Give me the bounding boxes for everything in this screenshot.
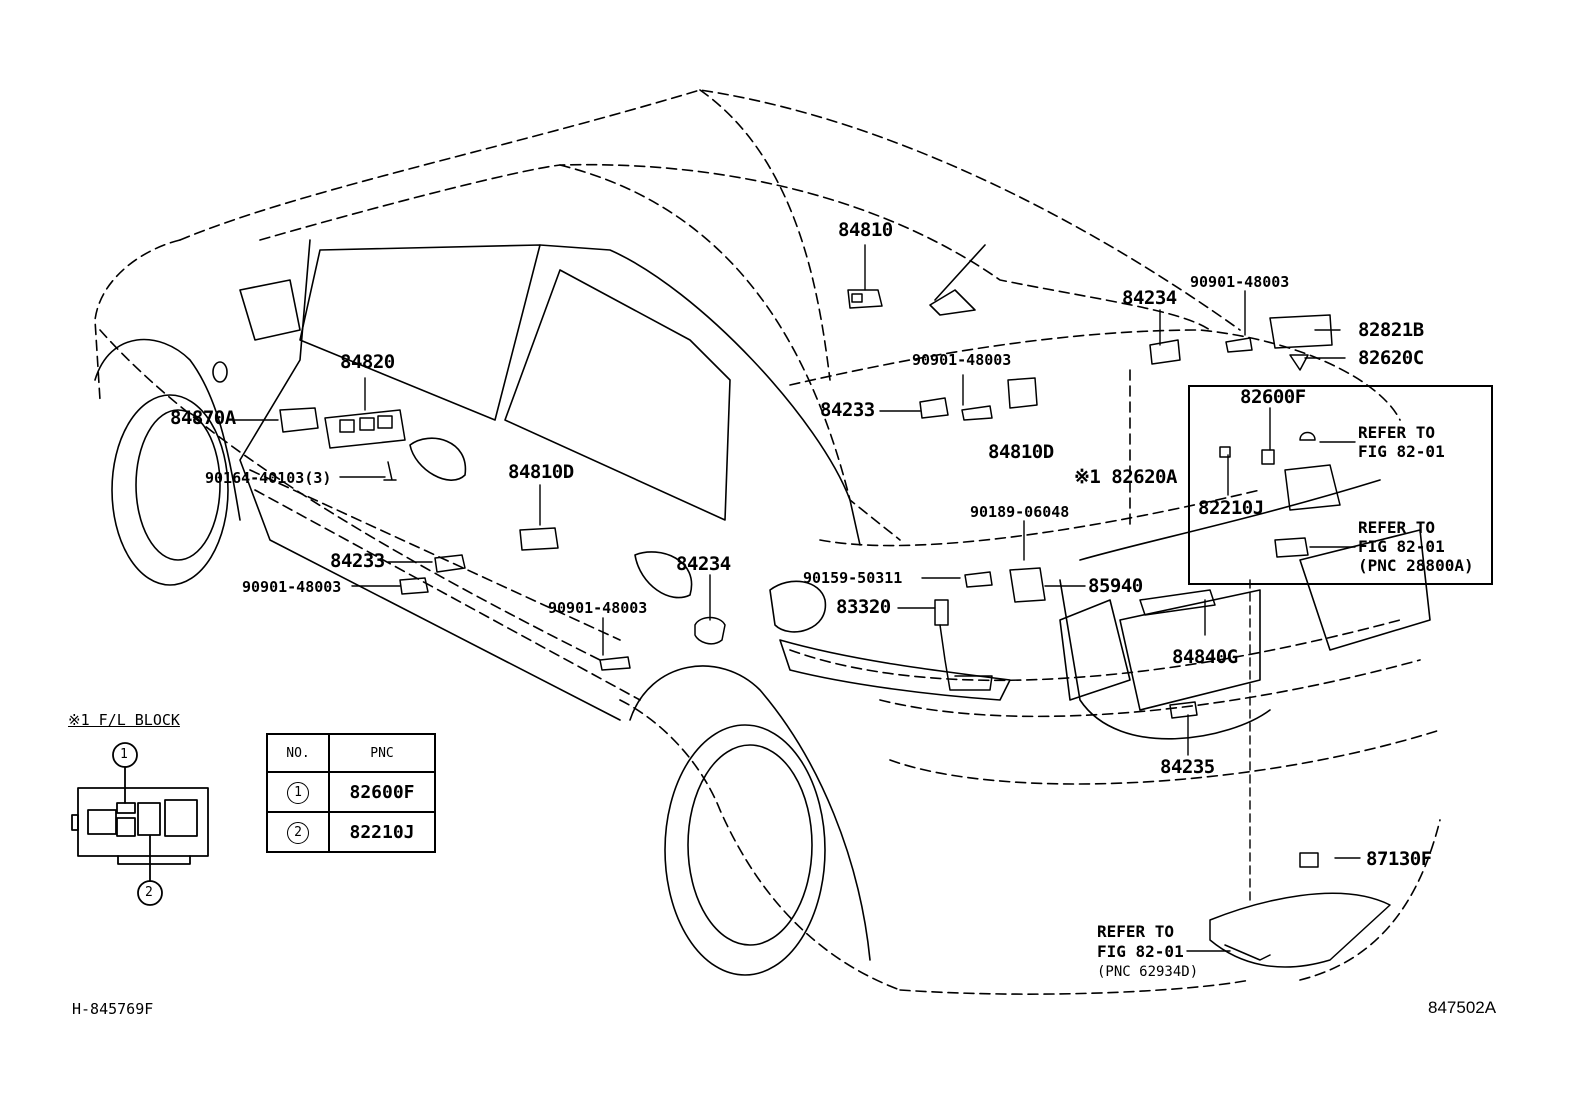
refer-to-1-line2[interactable]: FIG 82-01 <box>1358 442 1445 461</box>
footer-right-code: 847502A <box>1428 998 1497 1017</box>
detail-box <box>1188 385 1493 585</box>
circled-number: 1 <box>287 782 309 804</box>
part-label-90901-48003-top[interactable]: 90901-48003 <box>1190 273 1290 291</box>
part-label-84233-door[interactable]: 84233 <box>330 550 385 572</box>
part-label-85940[interactable]: 85940 <box>1088 575 1143 597</box>
part-label-84234-door[interactable]: 84234 <box>676 553 731 575</box>
refer-to-3-line3: (PNC 62934D) <box>1097 964 1199 980</box>
pnc-row-value[interactable]: 82210J <box>328 811 436 853</box>
pnc-table-header: NO. PNC <box>266 733 436 773</box>
part-label-87130f[interactable]: 87130F <box>1366 848 1432 870</box>
components <box>279 289 1391 968</box>
part-label-90901-48003-door[interactable]: 90901-48003 <box>242 578 342 596</box>
part-label-82210j[interactable]: 82210J <box>1198 497 1264 519</box>
footer-left-code: H-845769F <box>72 1000 154 1018</box>
circled-number: 2 <box>287 822 309 844</box>
part-label-84235[interactable]: 84235 <box>1160 756 1215 778</box>
part-label-82600f[interactable]: 82600F <box>1240 386 1306 408</box>
part-label-84870a[interactable]: 84870A <box>170 407 236 429</box>
fl-block-marker-2: 2 <box>145 885 153 900</box>
part-label-84820[interactable]: 84820 <box>340 351 395 373</box>
refer-to-2-line3: (PNC 28800A) <box>1358 556 1474 575</box>
fl-block-title: ※1 F/L BLOCK <box>68 711 180 729</box>
refer-to-2-line2[interactable]: FIG 82-01 <box>1358 537 1445 556</box>
part-label-84233-trunk[interactable]: 84233 <box>820 399 875 421</box>
table-row: 1 82600F <box>266 771 436 813</box>
refer-to-1-line1: REFER TO <box>1358 423 1436 442</box>
refer-to-3-line1: REFER TO <box>1097 922 1175 941</box>
part-label-84810d-door[interactable]: 84810D <box>508 461 574 483</box>
pnc-row-no: 1 <box>266 771 330 813</box>
fl-block-marker-1: 1 <box>120 747 128 762</box>
car-body-dashed <box>94 89 1441 995</box>
part-label-90901-48003-rear-door[interactable]: 90901-48003 <box>548 599 648 617</box>
pnc-row-value[interactable]: 82600F <box>328 771 436 813</box>
table-row: 2 82210J <box>266 811 436 853</box>
part-label-90901-48003-trunk[interactable]: 90901-48003 <box>912 351 1012 369</box>
pnc-table: NO. PNC 1 82600F 2 82210J <box>266 733 436 853</box>
pnc-header-pnc: PNC <box>328 733 436 773</box>
fl-block-drawing <box>71 742 209 906</box>
part-label-84840g[interactable]: 84840G <box>1172 646 1238 668</box>
part-label-84234-trunk[interactable]: 84234 <box>1122 287 1177 309</box>
refer-to-2-line1: REFER TO <box>1358 518 1436 537</box>
part-label-82821b[interactable]: 82821B <box>1358 319 1424 341</box>
part-label-90159-50311[interactable]: 90159-50311 <box>803 569 903 587</box>
part-label-90164-40103[interactable]: 90164-40103(3) <box>205 469 332 487</box>
car-body-solid <box>94 239 1431 976</box>
part-label-84810d-trunk[interactable]: 84810D <box>988 441 1054 463</box>
refer-to-3-line2[interactable]: FIG 82-01 <box>1097 942 1184 961</box>
part-label-90189-06048[interactable]: 90189-06048 <box>970 503 1070 521</box>
part-label-83320[interactable]: 83320 <box>836 596 891 618</box>
part-label-82620a[interactable]: ※1 82620A <box>1074 466 1177 488</box>
part-label-84810[interactable]: 84810 <box>838 219 893 241</box>
part-label-82620c[interactable]: 82620C <box>1358 347 1424 369</box>
pnc-row-no: 2 <box>266 811 330 853</box>
pnc-header-no: NO. <box>266 733 330 773</box>
